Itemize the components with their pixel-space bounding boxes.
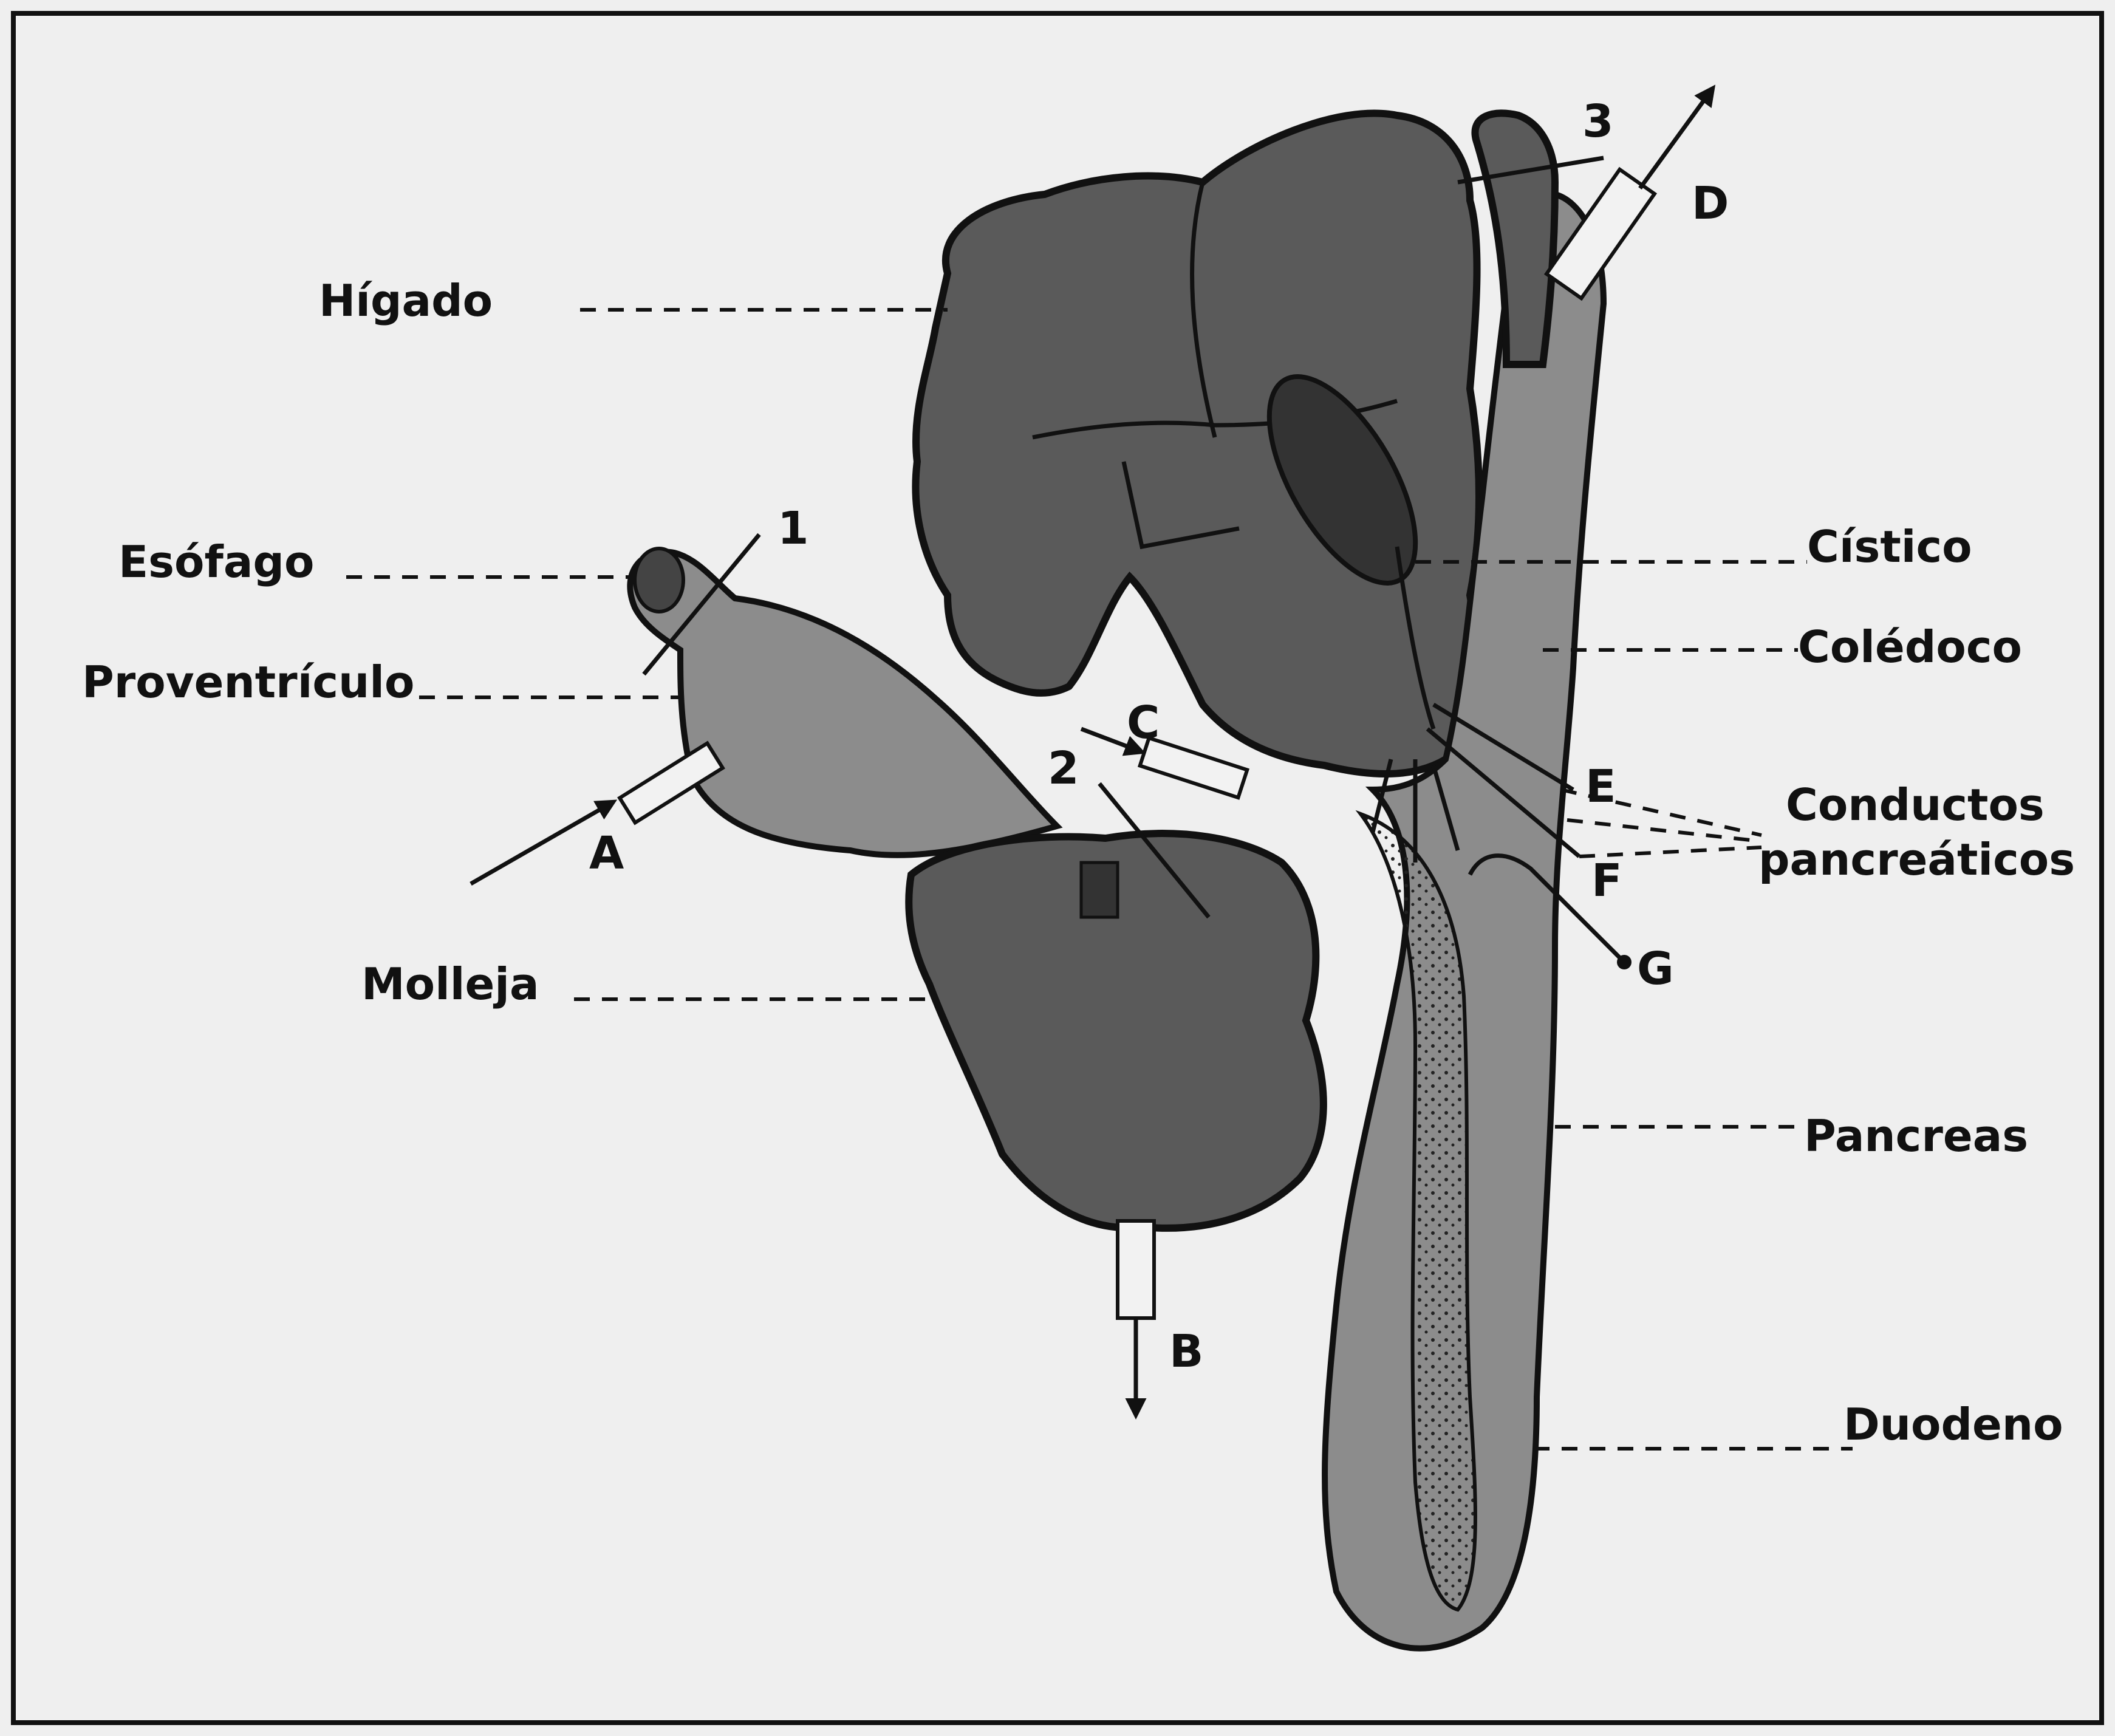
- marker-b: B: [1169, 1325, 1203, 1378]
- marker-3: 3: [1582, 95, 1614, 148]
- label-higado: Hígado: [319, 275, 493, 326]
- marker-g: G: [1637, 943, 1674, 995]
- marker-d: D: [1692, 177, 1729, 230]
- marker-f: F: [1591, 855, 1622, 907]
- marker-1: 1: [777, 502, 809, 555]
- label-conductos-line2: pancreáticos: [1758, 834, 2075, 885]
- marker-a: A: [589, 827, 624, 880]
- marker-e: E: [1585, 760, 1616, 813]
- label-duodeno: Duodeno: [1843, 1399, 2063, 1450]
- label-molleja: Molleja: [361, 959, 539, 1010]
- label-pancreas: Pancreas: [1804, 1110, 2028, 1161]
- label-conductos-line1: Conductos: [1786, 779, 2045, 830]
- liver: [915, 114, 1479, 774]
- label-esofago: Esófago: [118, 536, 314, 587]
- label-cistico: Cístico: [1807, 521, 1972, 572]
- label-coledoco: Colédoco: [1798, 621, 2022, 672]
- label-proventriculo: Proventrículo: [82, 657, 414, 708]
- marker-2: 2: [1048, 742, 1079, 795]
- marker-c: C: [1127, 697, 1160, 749]
